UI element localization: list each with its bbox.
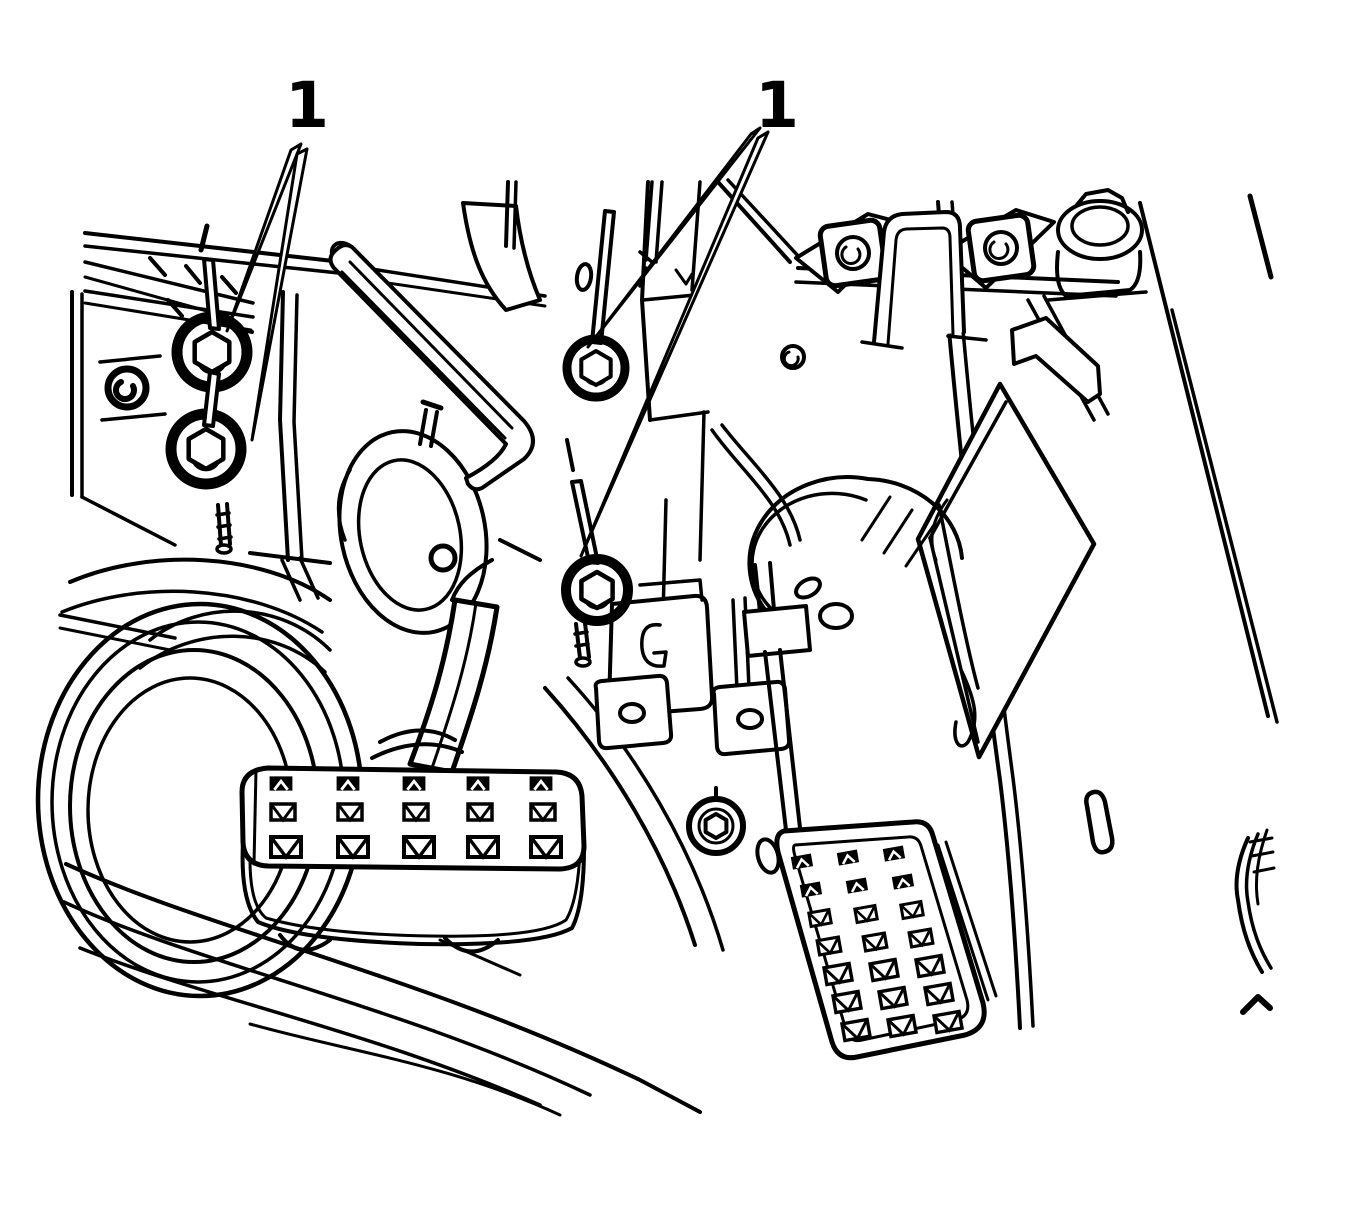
mounting-nut-lower-left	[165, 370, 247, 555]
leader-line	[586, 126, 762, 349]
right-trim	[1234, 828, 1276, 1015]
diagonal-brace	[328, 240, 535, 492]
leader-line	[579, 130, 770, 558]
callout-label-left: 1	[285, 69, 329, 142]
screw-hole-icon	[618, 702, 646, 724]
leader-line	[250, 147, 309, 442]
mounting-nut-upper-middle	[562, 209, 630, 402]
clip-nut-hole-icon	[835, 235, 871, 271]
small-bolt-icon	[104, 365, 150, 411]
booster-hole-icon	[428, 543, 458, 573]
accelerator-arm	[742, 561, 812, 832]
callout-label-right: 1	[755, 69, 799, 142]
floor-hump	[747, 475, 964, 630]
a-pillar-line	[1138, 201, 1270, 718]
body-mount	[1046, 188, 1148, 302]
firewall-boot	[461, 180, 542, 312]
hole-icon	[818, 602, 854, 630]
accelerator-pedal	[755, 819, 998, 1061]
screw-hole-icon	[736, 708, 764, 730]
clip-nut-hole-icon	[983, 230, 1019, 266]
floor-grommet-bolt	[686, 786, 746, 856]
brake-pedal-pad	[239, 765, 587, 954]
clip-nut-left	[794, 212, 908, 294]
callout-leaders	[225, 126, 770, 558]
slot-icon	[574, 262, 594, 292]
kick-panel	[915, 381, 1097, 760]
pedal-bracket-column	[574, 180, 806, 702]
u-bracket	[860, 210, 988, 350]
chevron-mark-icon	[1240, 994, 1273, 1015]
leader-line	[225, 142, 303, 333]
slot-hole	[1084, 789, 1115, 855]
pivot-pin-icon	[755, 837, 781, 875]
hole-icon	[794, 576, 822, 600]
mounting-nut-lower-middle	[561, 438, 633, 668]
floor-carpet-lines	[62, 676, 725, 1117]
washer-icon	[780, 344, 806, 370]
brake-booster	[336, 399, 489, 635]
clip-nut-right	[942, 208, 1056, 290]
hook-bracket	[1010, 294, 1110, 422]
